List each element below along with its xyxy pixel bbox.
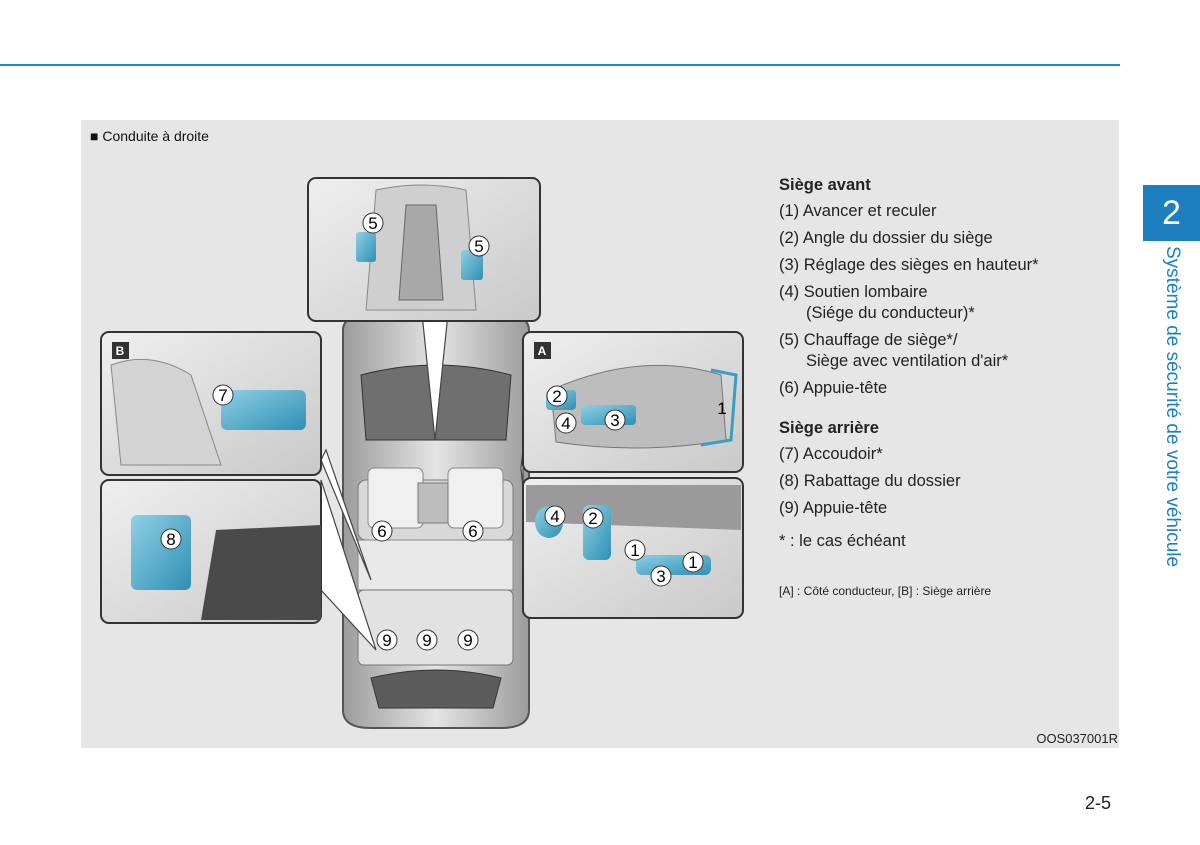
page-number: 2-5: [1085, 793, 1112, 813]
callout-8: 8: [160, 528, 182, 550]
inset-a-driver-seat: [522, 331, 744, 473]
inset-b-rear-seat: [100, 331, 322, 476]
callout-2b: 2: [582, 507, 604, 529]
callout-9a: 9: [376, 629, 398, 651]
svg-text:1: 1: [630, 541, 639, 560]
callout-4a: 4: [555, 412, 577, 434]
callout-4b: 4: [544, 505, 566, 527]
callout-2a: 2: [546, 385, 568, 407]
callout-6a: 6: [371, 520, 393, 542]
front-item-6: (6) Appuie-tête: [779, 379, 888, 397]
footnote: * : le cas échéant: [779, 532, 906, 550]
figure-code: OOS037001R: [1036, 731, 1118, 746]
figure-caption: ■ Conduite à droite: [90, 128, 209, 144]
svg-text:9: 9: [463, 631, 472, 650]
car-top-view: [342, 314, 530, 729]
svg-text:1: 1: [688, 553, 697, 572]
svg-text:7: 7: [218, 386, 227, 405]
front-item-4-line1: (4) Soutien lombaire: [779, 283, 928, 301]
rear-item-8: (8) Rabattage du dossier: [779, 472, 961, 490]
callout-9c: 9: [457, 629, 479, 651]
front-seat-heading: Siège avant: [779, 176, 871, 194]
svg-text:8: 8: [166, 530, 175, 549]
legend: Siège avant (1) Avancer et reculer (2) A…: [779, 176, 1109, 598]
svg-text:2: 2: [552, 387, 561, 406]
callout-7: 7: [212, 384, 234, 406]
svg-text:9: 9: [382, 631, 391, 650]
callout-3a: 3: [604, 409, 626, 431]
svg-text:5: 5: [368, 214, 377, 233]
svg-text:4: 4: [550, 507, 559, 526]
callout-5b: 5: [468, 235, 490, 257]
svg-text:9: 9: [422, 631, 431, 650]
front-item-5: (5) Chauffage de siège*/ Siège avec vent…: [779, 330, 1109, 372]
top-rule: [0, 64, 1120, 66]
inset-label-b: B: [116, 344, 125, 358]
front-item-4-line2: (Siége du conducteur)*: [806, 304, 975, 322]
callout-3b: 3: [650, 565, 672, 587]
seat-illustration: 5 5 6 6 9 9 9 7 8 2 4 3 1 4 2 1 1 3 B A: [100, 177, 744, 729]
svg-text:4: 4: [561, 414, 570, 433]
svg-text:3: 3: [610, 411, 619, 430]
side-note: [A] : Côté conducteur, [B] : Siège arriè…: [779, 584, 992, 598]
inset-label-a: A: [538, 344, 547, 358]
callout-9b: 9: [416, 629, 438, 651]
rear-seat-heading: Siège arrière: [779, 419, 879, 437]
callout-1c: 1: [682, 551, 704, 573]
svg-text:6: 6: [377, 522, 386, 541]
front-item-5-line2: Siège avec ventilation d'air*: [806, 352, 1009, 370]
callout-1a: 1: [717, 399, 726, 418]
chapter-title: Système de sécurité de votre véhicule: [1162, 246, 1183, 568]
rear-item-9: (9) Appuie-tête: [779, 499, 888, 517]
front-item-4: (4) Soutien lombaire (Siége du conducteu…: [779, 282, 1109, 324]
chapter-number-tab: 2: [1143, 185, 1200, 241]
callout-1b: 1: [624, 539, 646, 561]
front-item-3: (3) Réglage des sièges en hauteur*: [779, 256, 1039, 274]
callout-5a: 5: [362, 212, 384, 234]
svg-text:6: 6: [468, 522, 477, 541]
front-item-5-line1: (5) Chauffage de siège*/: [779, 331, 958, 349]
inset-fold-lever: [100, 479, 322, 624]
front-item-2: (2) Angle du dossier du siège: [779, 229, 993, 247]
svg-text:2: 2: [588, 509, 597, 528]
inset-console: [307, 177, 541, 322]
svg-text:5: 5: [474, 237, 483, 256]
callout-6b: 6: [462, 520, 484, 542]
svg-text:3: 3: [656, 567, 665, 586]
svg-text:1: 1: [717, 399, 726, 418]
rear-item-7: (7) Accoudoir*: [779, 445, 883, 463]
front-item-1: (1) Avancer et reculer: [779, 202, 937, 220]
